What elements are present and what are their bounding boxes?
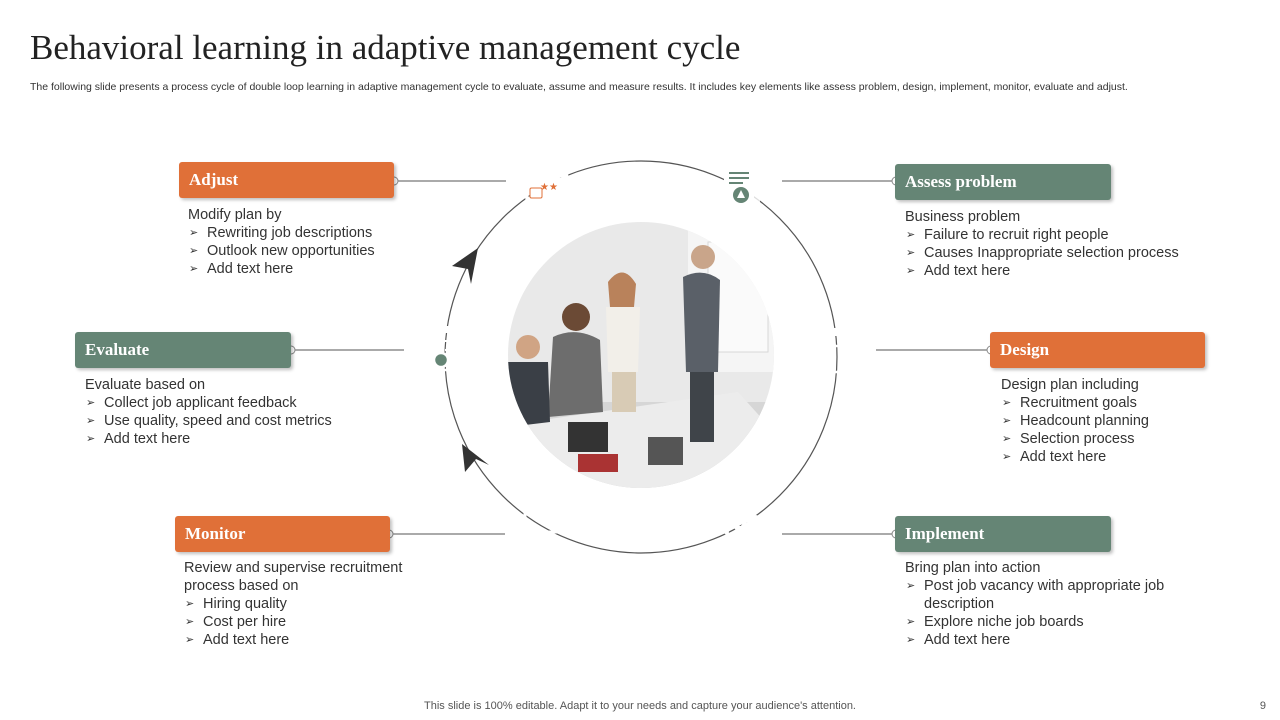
list-item: ➢Add text here bbox=[906, 263, 1011, 279]
list-item: ➢Add text here bbox=[906, 632, 1011, 648]
evaluate-text-block: Evaluate based on ➢Collect job applicant… bbox=[85, 376, 375, 448]
list-item: ➢Cost per hire bbox=[185, 614, 287, 630]
list-item: ➢Headcount planning bbox=[1002, 413, 1149, 429]
list-item: ➢Post job vacancy with appropriate job d… bbox=[906, 578, 1165, 612]
list-item: ➢Add text here bbox=[185, 632, 290, 648]
assess-problem-label: Assess problem bbox=[895, 164, 1111, 200]
page-subtitle: The following slide presents a process c… bbox=[30, 81, 1128, 93]
evaluate-icon-box bbox=[404, 310, 486, 392]
evaluate-label: Evaluate bbox=[75, 332, 291, 368]
list-item: ➢Add text here bbox=[1002, 449, 1107, 465]
cycle-arrow-lower bbox=[462, 444, 489, 472]
design-text-block: Design plan including ➢Recruitment goals… bbox=[1001, 376, 1221, 466]
list-item: ➢Causes Inappropriate selection process bbox=[906, 245, 1179, 261]
document-warning-magnifier-icon bbox=[724, 166, 760, 210]
list-item: ➢Add text here bbox=[189, 261, 294, 277]
design-tools-icon bbox=[811, 328, 859, 374]
footer-note: This slide is 100% editable. Adapt it to… bbox=[424, 700, 856, 712]
adjust-icon-box: ★★ bbox=[506, 148, 588, 230]
design-label: Design bbox=[990, 332, 1205, 368]
adjust-label: Adjust bbox=[179, 162, 394, 198]
list-item: ➢Outlook new opportunities bbox=[189, 243, 375, 259]
design-lead: Design plan including bbox=[1001, 377, 1139, 393]
page-number: 9 bbox=[1259, 700, 1266, 712]
list-item: ➢Rewriting job descriptions bbox=[189, 225, 373, 241]
implement-label: Implement bbox=[895, 516, 1111, 552]
svg-text:★★: ★★ bbox=[540, 182, 558, 193]
implement-text-block: Bring plan into action ➢Post job vacancy… bbox=[905, 559, 1195, 649]
monitor-text-block: Review and supervise recruitment process… bbox=[184, 559, 444, 649]
team-meeting-photo bbox=[508, 222, 774, 488]
list-item: ➢Selection process bbox=[1002, 431, 1135, 447]
gears-lightbulb-cycle-icon bbox=[721, 501, 763, 551]
assess-text-block: Business problem ➢Failure to recruit rig… bbox=[905, 208, 1205, 280]
implement-icon-box bbox=[700, 484, 782, 566]
monitor-icon-box bbox=[505, 480, 587, 562]
list-item: ➢Collect job applicant feedback bbox=[86, 395, 297, 411]
evaluate-lead: Evaluate based on bbox=[85, 377, 206, 393]
list-item: ➢Add text here bbox=[86, 431, 191, 447]
assess-icon-box bbox=[700, 148, 782, 230]
list-item: ➢Recruitment goals bbox=[1002, 395, 1137, 411]
clipboard-checklist-magnifier-icon bbox=[428, 326, 460, 375]
design-icon-box bbox=[794, 310, 876, 392]
list-item: ➢Hiring quality bbox=[185, 596, 287, 612]
list-item: ➢Failure to recruit right people bbox=[906, 227, 1109, 243]
assess-lead: Business problem bbox=[905, 209, 1021, 225]
monitor-lead: Review and supervise recruitment process… bbox=[184, 560, 403, 594]
monitor-icon bbox=[523, 502, 569, 543]
adjust-lead: Modify plan by bbox=[188, 207, 282, 223]
implement-lead: Bring plan into action bbox=[905, 560, 1041, 576]
adjust-text-block: Modify plan by ➢Rewriting job descriptio… bbox=[188, 206, 428, 278]
feedback-rating-cycle-icon: ★★ bbox=[525, 164, 569, 214]
cycle-arrow-upper bbox=[452, 248, 478, 284]
list-item: ➢Explore niche job boards bbox=[906, 614, 1084, 630]
monitor-label: Monitor bbox=[175, 516, 390, 552]
page-title: Behavioral learning in adaptive manageme… bbox=[30, 28, 741, 67]
list-item: ➢Use quality, speed and cost metrics bbox=[86, 413, 332, 429]
